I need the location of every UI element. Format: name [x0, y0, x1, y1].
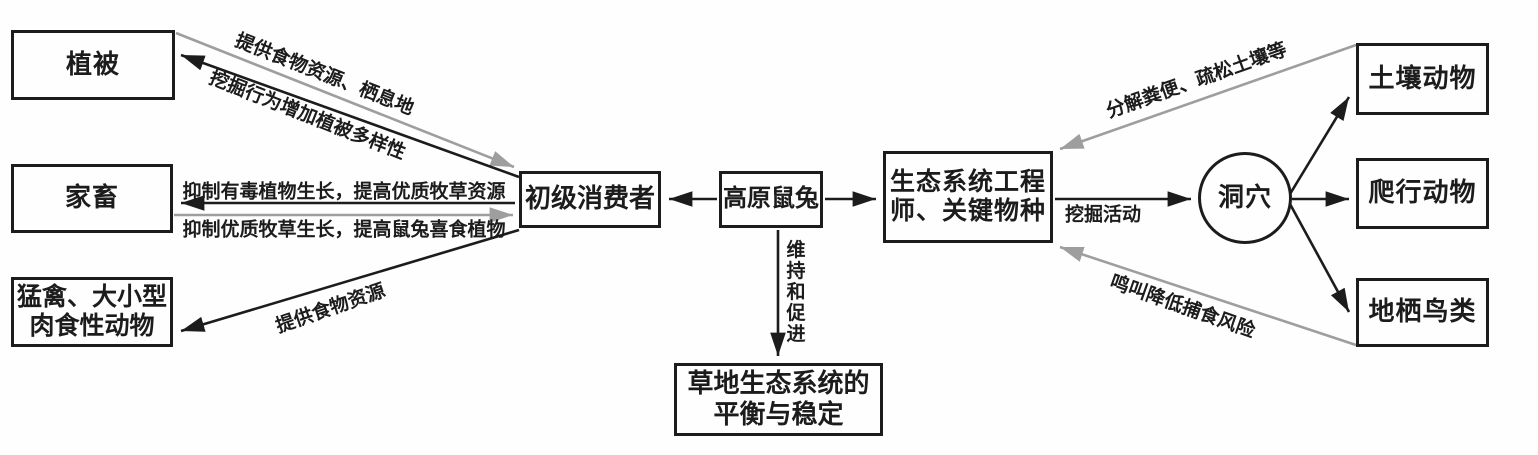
edge-consumer-to-vegetation: [180, 53, 520, 179]
edge-burrow-to-soil-animals: [1288, 96, 1351, 195]
edge-consumer-to-predators: [180, 228, 520, 333]
edge-soil-animals-to-engineer: [1059, 43, 1357, 151]
node-vegetation-label: 植被: [65, 49, 120, 79]
node-livestock: 家畜: [11, 164, 173, 233]
edge-vegetation-to-consumer: [175, 31, 515, 169]
node-grassland-label-line2: 平衡与稳定: [713, 399, 844, 429]
node-engineer: 生态系统工程 师、关键物种: [883, 151, 1053, 243]
edge-burrow-to-ground-birds: [1288, 203, 1351, 313]
node-reptiles-label: 爬行动物: [1368, 178, 1477, 208]
node-pika-label: 高原鼠兔: [723, 186, 819, 213]
node-burrow-label: 洞穴: [1217, 182, 1272, 212]
node-soil-animals-label: 土壤动物: [1368, 63, 1477, 93]
node-predators-label-line1: 猛禽、大小型: [16, 283, 167, 311]
node-ground-birds-label: 地栖鸟类: [1368, 297, 1477, 327]
edge-label-inhibit-toxic-plants: 抑制有毒植物生长，提高优质牧草资源: [182, 181, 506, 203]
node-reptiles: 爬行动物: [1356, 158, 1489, 229]
edge-label-inhibit-quality-forage: 抑制优质牧草生长，提高鼠兔喜食植物: [182, 219, 506, 241]
node-predators-label-line2: 肉食性动物: [29, 313, 155, 340]
node-primary-consumer: 初级消费者: [519, 171, 661, 228]
edge-ground-birds-to-engineer: [1059, 245, 1357, 347]
node-livestock-label: 家畜: [64, 183, 119, 213]
node-predators: 猛禽、大小型 肉食性动物: [11, 277, 173, 347]
node-engineer-label-line1: 生态系统工程: [889, 168, 1046, 196]
node-primary-consumer-label: 初级消费者: [524, 184, 655, 214]
edge-label-digging-activity: 挖掘活动: [1064, 204, 1142, 226]
node-grassland: 草地生态系统的 平衡与稳定: [674, 363, 883, 436]
node-soil-animals: 土壤动物: [1356, 43, 1489, 115]
node-vegetation: 植被: [11, 30, 175, 100]
node-pika: 高原鼠兔: [719, 171, 823, 228]
node-ground-birds: 地栖鸟类: [1356, 278, 1489, 347]
edge-label-maintain-promote: 维持和促进: [783, 239, 805, 345]
node-grassland-label-line1: 草地生态系统的: [687, 368, 870, 398]
node-engineer-label-line2: 师、关键物种: [889, 198, 1046, 225]
node-burrow: 洞穴: [1198, 152, 1292, 244]
